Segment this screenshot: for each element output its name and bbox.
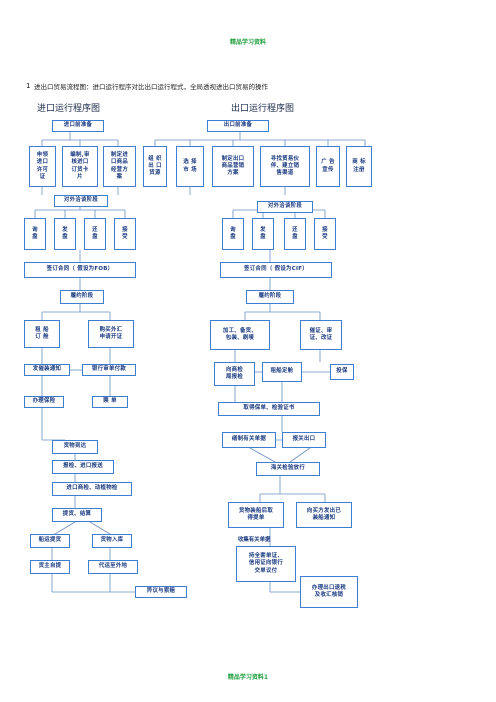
export-ship-out: 海关检验放行	[256, 462, 320, 476]
import-ship-notice: 发催装通知	[24, 364, 70, 376]
import-inspection: 进口商检、动植物检	[52, 482, 132, 496]
export-prep: 出口前准备	[207, 120, 269, 132]
export-prep-source: 组 织 出 口 货源	[143, 146, 167, 187]
export-neg-accept: 接 受	[314, 218, 336, 250]
import-insurance: 办理保险	[24, 396, 64, 408]
export-inspect-apply: 向商检 局报检	[214, 362, 255, 386]
export-processing: 加工、备货、 包装、刷唛	[210, 320, 270, 350]
import-customs: 报检、进口报送	[52, 460, 114, 474]
import-forward: 代运至外地	[88, 560, 138, 574]
import-self-pickup: 货主自提	[30, 560, 70, 574]
import-prep-plan: 制定进 口商品 经营方 案	[103, 146, 136, 187]
intro-bullet: 1	[26, 82, 31, 90]
export-prep-plan: 制定出口 商品营销 方案	[212, 146, 254, 187]
import-claim: 异议与索赔	[135, 586, 187, 598]
footer-page: 精品学习资料1	[0, 672, 496, 681]
import-charter: 租 船 订 舱	[24, 320, 60, 348]
import-bank-review: 银行审单付款	[82, 364, 136, 376]
import-prep-license: 申领 进口 许可 证	[29, 146, 56, 187]
import-performance: 履约阶段	[60, 290, 104, 304]
export-bank: 持全套单证、 信用证向银行 交单议付	[236, 546, 296, 582]
export-bill: 货物装船后取 得提单	[228, 502, 284, 528]
export-neg-counter: 还 盘	[284, 218, 306, 250]
header-watermark: 精品学习资料	[229, 39, 266, 46]
export-negotiation: 对外洽谈阶段	[257, 201, 313, 213]
import-ship-pickup: 船运提货	[30, 534, 70, 548]
export-docs: 缮制有关单据	[222, 432, 276, 448]
export-prep-market: 选 择 市 场	[176, 146, 204, 187]
import-goods-arrival: 货物到达	[52, 440, 98, 454]
export-performance: 履约阶段	[246, 290, 294, 304]
export-neg-inquiry: 询 盘	[222, 218, 244, 250]
page-number: 1	[263, 674, 269, 681]
export-prep-trademark: 商 标 注册	[346, 146, 372, 187]
export-contract: 签订合同（ 假设为CIF）	[220, 262, 332, 278]
export-neg-offer: 发 盘	[252, 218, 274, 250]
import-prep-order-card: 编制,审 核进口 订货卡 片	[62, 146, 98, 187]
export-shipping: 租船定舱	[262, 362, 302, 382]
import-redeem-docs: 赎 单	[92, 396, 128, 408]
export-declare: 报关出口	[282, 432, 326, 448]
import-contract: 签订合同（ 假设为FOB）	[24, 262, 136, 278]
import-title: 进口运行程序图	[37, 104, 101, 114]
export-title: 出口运行程序图	[231, 104, 295, 114]
intro-text: 进出口贸易流程图：进口运行程序对比出口运行程式，全局透视进出口贸易的操作	[34, 83, 268, 91]
export-prep-partner: 寻找贸易伙 伴、建立销 售渠道	[260, 146, 310, 187]
export-notice: 向买方发出已 装船通知	[296, 502, 352, 528]
import-neg-counter: 还 盘	[84, 218, 106, 250]
export-cert: 取得保单、检验证书	[218, 402, 320, 416]
import-warehouse: 货物入库	[92, 534, 132, 548]
footer-watermark: 精品学习资料	[227, 674, 264, 681]
export-insurance: 投保	[330, 364, 354, 380]
import-unload: 提货、结算	[52, 508, 102, 522]
import-neg-accept: 接 受	[114, 218, 136, 250]
import-forex: 购买外汇 申请开证	[88, 320, 134, 348]
export-settlement: 办理出口退税 及收汇核销	[300, 576, 358, 608]
export-collect: 收集有关单据	[238, 537, 271, 543]
export-prep-ads: 广 告 宣传	[316, 146, 340, 187]
import-neg-inquiry: 询 盘	[24, 218, 46, 250]
import-negotiation: 对外洽谈阶段	[54, 195, 108, 207]
import-prep: 进口前准备	[52, 120, 104, 132]
import-neg-offer: 发 盘	[54, 218, 76, 250]
export-lc-check: 催证、审 证、改证	[300, 320, 342, 350]
